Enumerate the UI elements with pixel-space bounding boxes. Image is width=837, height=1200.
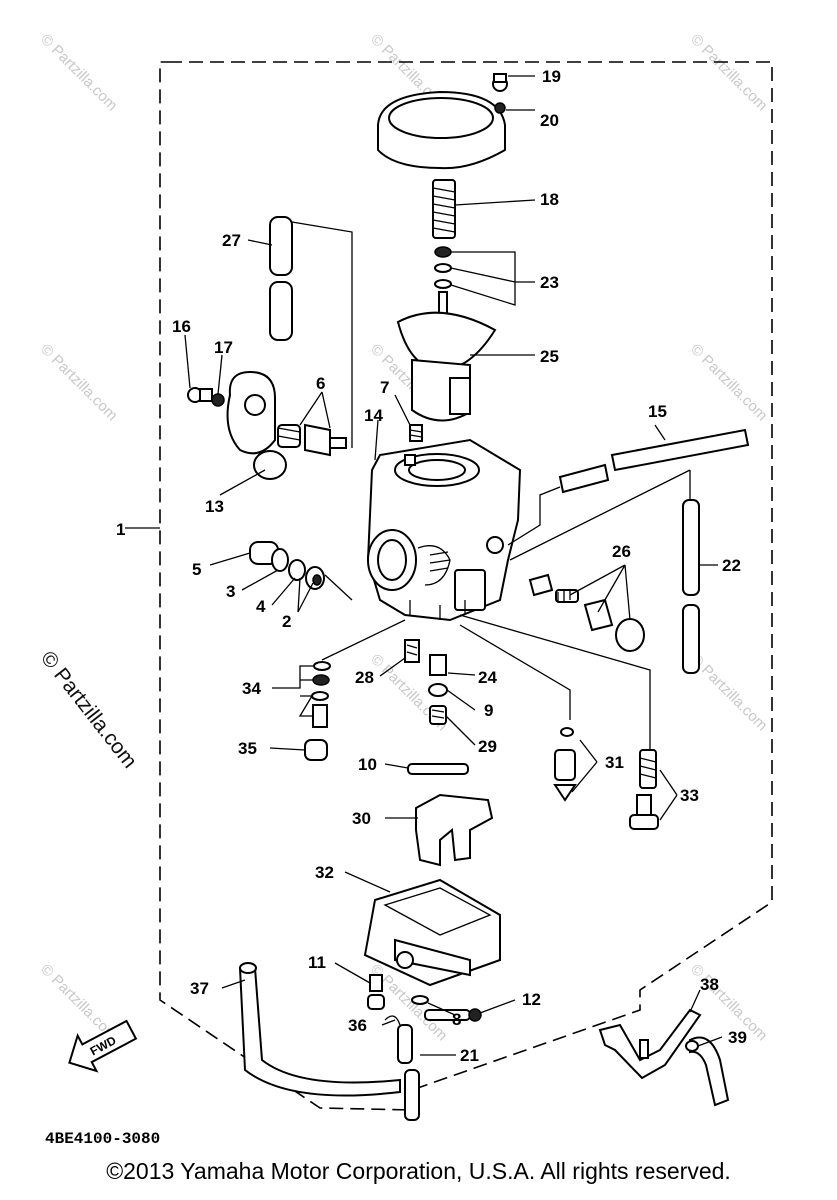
callout-16: 16	[172, 317, 191, 336]
callout-34: 34	[242, 679, 261, 698]
callout-5: 5	[192, 560, 201, 579]
callout-31: 31	[605, 753, 624, 772]
callout-9: 9	[484, 701, 493, 720]
callout-14: 14	[364, 406, 383, 425]
callout-22: 22	[722, 556, 741, 575]
enricher-cover	[187, 370, 347, 480]
callout-33: 33	[680, 786, 699, 805]
drain-hose	[238, 962, 401, 1097]
watermark: © Partzilla.com	[687, 31, 770, 114]
callout-25: 25	[540, 347, 559, 366]
bracket-hose	[598, 1008, 730, 1107]
callout-4: 4	[256, 597, 266, 616]
callout-26: 26	[612, 542, 631, 561]
float-assembly	[407, 763, 494, 867]
callout-37: 37	[190, 979, 209, 998]
diagram-code: 4BE4100-3080	[45, 1130, 160, 1148]
callout-10: 10	[358, 755, 377, 774]
hose-22	[509, 469, 700, 674]
copyright-notice: ©2013 Yamaha Motor Corporation, U.S.A. A…	[106, 1158, 731, 1184]
callout-39: 39	[728, 1028, 747, 1047]
callout-11: 11	[308, 953, 326, 972]
chamber-screws	[367, 974, 482, 1026]
watermark: © Partzilla.com	[687, 341, 770, 424]
spring-18	[432, 179, 456, 239]
watermark-large: © Partzilla.com	[36, 647, 141, 773]
watermark: © Partzilla.com	[37, 31, 120, 114]
callout-3: 3	[226, 582, 235, 601]
callout-2: 2	[282, 612, 291, 631]
callout-32: 32	[315, 863, 334, 882]
callout-1: 1	[116, 520, 125, 539]
jets-lower	[304, 619, 448, 761]
watermark: © Partzilla.com	[37, 341, 120, 424]
callout-6: 6	[316, 374, 325, 393]
diaphragm-piston	[396, 311, 497, 422]
callout-labels: 19 20 18 27 23 25 16 17 6 7 14 15 13 1 2…	[116, 67, 747, 1065]
callout-13: 13	[205, 497, 224, 516]
callout-21: 21	[460, 1046, 479, 1065]
hose-15	[507, 428, 750, 546]
throttle-rings	[249, 541, 353, 601]
needle-valve	[459, 614, 659, 830]
callout-24: 24	[478, 668, 497, 687]
callout-18: 18	[540, 190, 559, 209]
callout-8: 8	[452, 1010, 461, 1029]
assembly-boundary	[159, 61, 773, 1111]
callout-36: 36	[348, 1016, 367, 1035]
callout-15: 15	[648, 402, 667, 421]
hose-21	[397, 1024, 420, 1121]
callout-27: 27	[222, 231, 241, 250]
callout-20: 20	[540, 111, 559, 130]
callout-19: 19	[542, 67, 561, 86]
callout-28: 28	[355, 668, 374, 687]
carburetor-body	[366, 424, 522, 622]
diaphragm-cover	[377, 73, 508, 170]
callout-30: 30	[352, 809, 371, 828]
callout-35: 35	[238, 739, 257, 758]
pilot-screw-set	[528, 573, 645, 652]
callout-23: 23	[540, 273, 559, 292]
float-chamber	[363, 878, 501, 987]
callout-12: 12	[522, 990, 541, 1009]
vent-hose-27	[269, 216, 353, 448]
callout-17: 17	[214, 338, 233, 357]
callout-7: 7	[380, 378, 389, 397]
callout-29: 29	[478, 737, 497, 756]
leader-lines	[125, 75, 723, 1056]
callout-38: 38	[700, 975, 719, 994]
